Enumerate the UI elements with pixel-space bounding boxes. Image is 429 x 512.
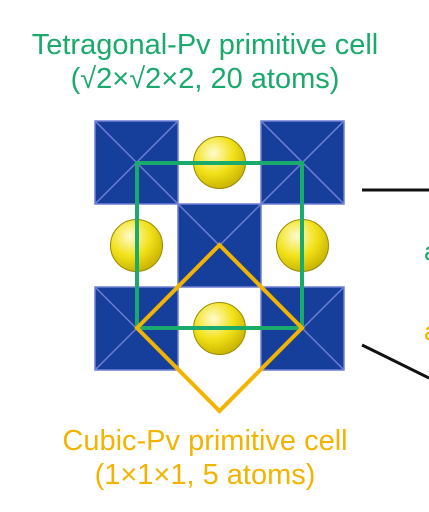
cropped-label-upper: a <box>424 238 429 264</box>
tetragonal-caption-line2: (√2×√2×2, 20 atoms) <box>70 63 340 95</box>
cubic-cell-outline <box>134 242 305 414</box>
tetragonal-cell-caption: Tetragonal-Pv primitive cell (√2×√2×2, 2… <box>0 28 410 96</box>
cubic-caption-line2: (1×1×1, 5 atoms) <box>94 459 316 491</box>
tetragonal-cell-outline <box>135 161 304 330</box>
cubic-caption-line1: Cubic-Pv primitive cell <box>62 425 348 457</box>
cubic-cell-caption: Cubic-Pv primitive cell (1×1×1, 5 atoms) <box>0 424 410 492</box>
tetragonal-caption-line1: Tetragonal-Pv primitive cell <box>31 29 379 61</box>
leader-line-lower <box>361 343 429 380</box>
cropped-label-lower: a <box>424 318 429 344</box>
